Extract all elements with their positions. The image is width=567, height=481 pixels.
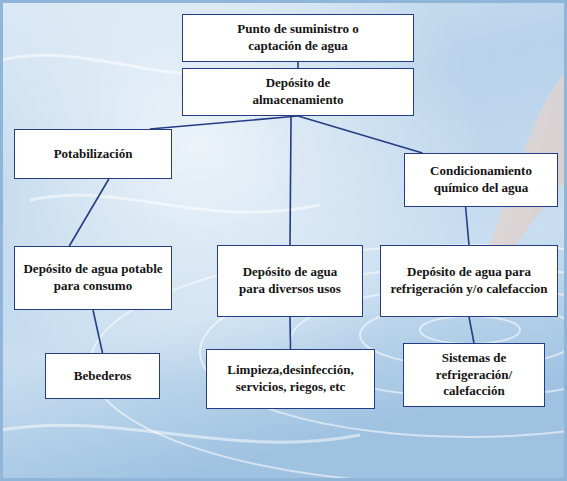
connector-line (93, 310, 103, 353)
process-box: Depósito de agua para refrigeración y/o … (380, 245, 558, 317)
process-box: Sistemas de refrigeración/ calefacción (403, 343, 545, 407)
process-box: Depósito de agua para diversos usos (217, 245, 363, 317)
process-box: Punto de suministro o captación de agua (182, 14, 414, 62)
process-box: Depósito de agua potable para consumo (14, 246, 172, 310)
box-label: Potabilización (54, 146, 133, 163)
process-box: Depósito de almacenamiento (182, 68, 414, 116)
process-box: Limpieza,desinfección, servicios, riegos… (206, 349, 375, 409)
box-label: Depósito de agua potable para consumo (23, 261, 163, 294)
box-label: Depósito de agua para diversos usos (236, 264, 344, 297)
box-label: Limpieza,desinfección, servicios, riegos… (212, 362, 370, 395)
connector-line (290, 116, 291, 245)
box-label: Bebederos (74, 368, 132, 385)
connector-line (469, 317, 474, 343)
connector-line (289, 317, 291, 349)
connector-line (466, 207, 469, 245)
connector-line (150, 116, 298, 129)
process-box: Bebederos (45, 353, 160, 399)
box-label: Sistemas de refrigeración/ calefacción (418, 350, 530, 400)
connector-line (298, 116, 422, 153)
box-label: Depósito de agua para refrigeración y/o … (389, 264, 549, 297)
connector-line (69, 179, 109, 246)
box-label: Punto de suministro o captación de agua (211, 21, 386, 54)
process-box: Potabilización (14, 129, 172, 179)
process-box: Condicionamiento químico del agua (404, 153, 558, 207)
box-label: Condicionamiento químico del agua (415, 163, 547, 196)
box-label: Depósito de almacenamiento (233, 75, 363, 108)
